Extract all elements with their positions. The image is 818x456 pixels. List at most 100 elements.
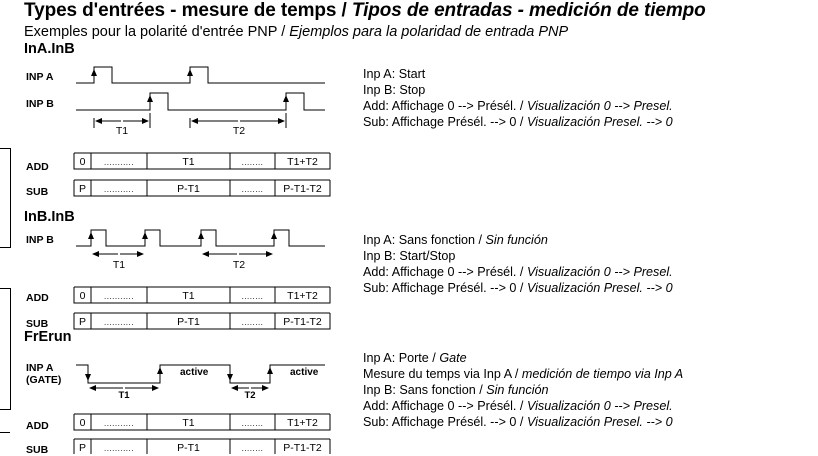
desc-line: Inp B: Start/Stop	[363, 248, 673, 264]
desc-line: Sub: Affichage Présél. --> 0 / Visualiza…	[363, 280, 673, 296]
register-cell: ...........	[104, 444, 134, 453]
register-cell: 0	[80, 417, 86, 429]
desc-text-fr: Sub: Affichage Présél. --> 0 /	[363, 415, 527, 429]
register-cell: P	[79, 183, 86, 195]
margin-line	[0, 409, 10, 410]
title-fr: Types d'entrées - mesure de temps /	[24, 0, 352, 21]
register-cell: ........	[242, 318, 264, 327]
register-cell: ........	[242, 158, 264, 167]
description-inainb: Inp A: Start Inp B: Stop Add: Affichage …	[363, 66, 673, 130]
sub-register-row: P...........P-T1........P-T1-T2	[73, 179, 331, 197]
desc-text-fr: Inp B: Stop	[363, 83, 426, 97]
signal-label-gate: (GATE)	[26, 374, 62, 386]
desc-line: Add: Affichage 0 --> Présél. / Visualiza…	[363, 398, 683, 414]
active-label: active	[290, 367, 319, 378]
margin-line	[10, 148, 11, 248]
desc-text-es: Visualización 0 --> Presel.	[526, 265, 673, 279]
register-cell: P-T1	[177, 183, 200, 195]
waveform-inp-b	[76, 229, 325, 247]
desc-line: Sub: Affichage Présél. --> 0 / Visualiza…	[363, 414, 683, 430]
desc-line: Sub: Affichage Présél. --> 0 / Visualiza…	[363, 114, 673, 130]
description-frerun: Inp A: Porte / Gate Mesure du temps via …	[363, 350, 683, 430]
sub-row-label: SUB	[26, 444, 49, 456]
section-title-inainb: InA.InB	[24, 41, 75, 57]
desc-line: Inp A: Start	[363, 66, 673, 82]
page-title: Types d'entrées - mesure de temps / Tipo…	[24, 0, 706, 22]
desc-text-es: Gate	[439, 351, 467, 365]
add-register-row: 0........... T1........ T1+T2	[73, 413, 331, 431]
t2-label: T2	[244, 390, 255, 401]
register-cell: ...........	[104, 185, 134, 194]
desc-line: Inp B: Sans fonction / Sin función	[363, 382, 683, 398]
register-cell: ........	[242, 292, 264, 301]
register-cell: T1	[182, 417, 194, 429]
desc-text-es: Sin función	[485, 233, 548, 247]
desc-text-es: Visualización Presel. --> 0	[526, 415, 673, 429]
add-row-label: ADD	[26, 161, 49, 173]
register-cell: P-T1	[177, 316, 200, 328]
signal-label-inp-b: INP B	[26, 234, 54, 246]
signal-label-inp-b: INP B	[26, 98, 54, 110]
desc-text-fr: Inp A: Start	[363, 67, 426, 81]
register-cell: ........	[242, 444, 264, 453]
desc-text-fr: Inp B: Sans fonction /	[363, 383, 487, 397]
t1-label: T1	[116, 125, 128, 137]
add-row-label: ADD	[26, 420, 49, 432]
t2-label: T2	[233, 125, 245, 137]
t1-label: T1	[113, 259, 125, 271]
desc-line: Add: Affichage 0 --> Présél. / Visualiza…	[363, 264, 673, 280]
desc-text-es: Sin función	[486, 383, 549, 397]
register-cell: T1+T2	[287, 156, 318, 168]
sub-row-label: SUB	[26, 318, 49, 330]
description-inbinb: Inp A: Sans fonction / Sin función Inp B…	[363, 232, 673, 296]
sub-register-row: P........... P-T1........ P-T1-T2	[73, 438, 331, 454]
desc-line: Inp A: Porte / Gate	[363, 350, 683, 366]
desc-text-fr: Sub: Affichage Présél. --> 0 /	[363, 115, 527, 129]
add-row-label: ADD	[26, 292, 49, 304]
margin-line	[10, 288, 11, 410]
desc-text-fr: Inp A: Sans fonction /	[363, 233, 486, 247]
margin-line	[0, 288, 10, 289]
signal-label-inp-a: INP A	[26, 71, 54, 83]
desc-text-es: medición de tiempo via Inp A	[521, 367, 684, 381]
section-title-frerun: FrErun	[24, 329, 72, 345]
desc-text-fr: Inp A: Porte /	[363, 351, 440, 365]
desc-text-es: Visualización 0 --> Presel.	[526, 99, 673, 113]
active-label: active	[180, 367, 209, 378]
subtitle-fr: Exemples pour la polarité d'entrée PNP /	[24, 24, 290, 40]
desc-text-fr: Add: Affichage 0 --> Présél. /	[363, 265, 527, 279]
register-cell: ...........	[104, 158, 134, 167]
register-cell: ...........	[104, 419, 134, 428]
title-es: Tipos de entradas - medición de tiempo	[351, 0, 706, 21]
margin-line	[0, 148, 10, 149]
t1-label: T1	[118, 390, 130, 401]
register-cell: P-T1-T2	[283, 442, 322, 454]
desc-line: Mesure du temps via Inp A / medición de …	[363, 366, 683, 382]
register-cell: ........	[242, 419, 264, 428]
desc-text-fr: Inp B: Start/Stop	[363, 249, 456, 263]
register-cell: P	[79, 316, 86, 328]
sub-row-label: SUB	[26, 186, 49, 198]
subtitle-es: Ejemplos para la polaridad de entrada PN…	[289, 24, 569, 40]
waveform-inp-b	[76, 92, 325, 111]
register-cell: P	[79, 442, 86, 454]
register-cell: ........	[242, 185, 264, 194]
register-cell: T1	[182, 290, 194, 302]
register-cell: 0	[80, 290, 86, 302]
t2-label: T2	[233, 259, 245, 271]
desc-text-es: Visualización Presel. --> 0	[526, 281, 673, 295]
register-cell: 0	[80, 156, 86, 168]
register-cell: ...........	[104, 292, 134, 301]
page-subtitle: Exemples pour la polarité d'entrée PNP /…	[24, 24, 568, 40]
register-cell: T1+T2	[287, 417, 318, 429]
desc-line: Add: Affichage 0 --> Présél. / Visualiza…	[363, 98, 673, 114]
add-register-row: 0........... T1........ T1+T2	[73, 286, 331, 304]
margin-line	[0, 247, 10, 248]
register-cell: ...........	[104, 318, 134, 327]
desc-text-fr: Add: Affichage 0 --> Présél. /	[363, 399, 527, 413]
register-cell: T1+T2	[287, 290, 318, 302]
margin-line	[0, 432, 10, 433]
register-cell: P-T1	[177, 442, 200, 454]
desc-text-es: Visualización Presel. --> 0	[526, 115, 673, 129]
